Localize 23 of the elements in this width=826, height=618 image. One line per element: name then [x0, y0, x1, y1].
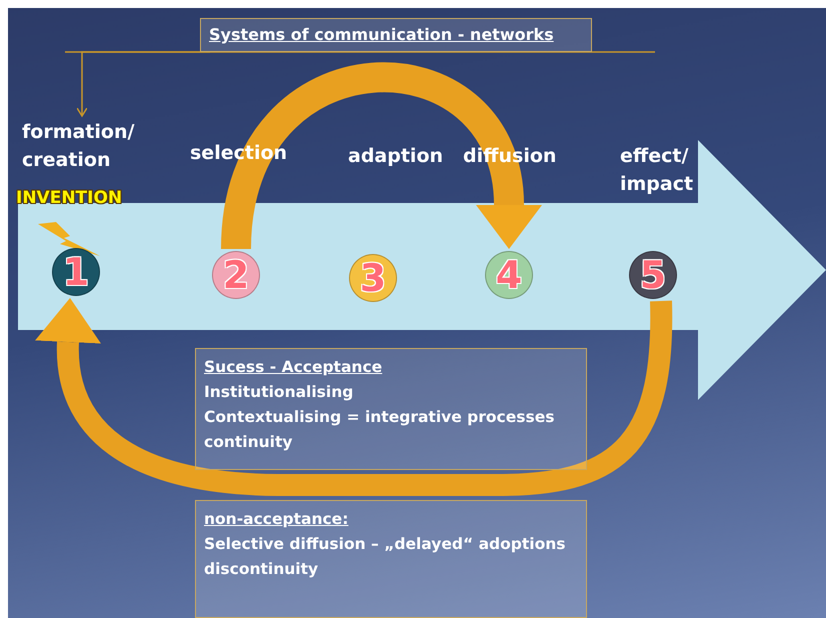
text-box: [195, 348, 587, 470]
step-number: 5: [640, 256, 666, 294]
curved-arrow: [221, 62, 542, 251]
curved-arrow: [35, 298, 672, 496]
text-box: [195, 500, 587, 618]
annotation-label: INVENTION: [16, 188, 122, 208]
stage-label: effect/ impact: [620, 144, 694, 197]
step-number: 2: [222, 256, 250, 294]
step-number: 4: [496, 256, 522, 294]
box-text: continuity: [204, 432, 294, 453]
box-text: Contextualising = integrative processes: [204, 407, 556, 428]
box-text: Selective diffusion – „delayed“ adoptions: [204, 534, 567, 555]
stage-label: formation/ creation: [22, 120, 136, 173]
leader-arrow: [76, 51, 211, 117]
box-heading: Systems of communication - networks: [209, 25, 555, 45]
step-number: 3: [360, 259, 386, 297]
box-heading: non-acceptance:: [204, 509, 350, 530]
text-box: [200, 18, 592, 52]
box-text: Institutionalising: [204, 382, 354, 403]
stage-label: adaption: [348, 144, 444, 169]
step-number: 1: [62, 253, 90, 291]
box-text: discontinuity: [204, 559, 320, 580]
box-heading: Sucess - Acceptance: [204, 357, 384, 378]
